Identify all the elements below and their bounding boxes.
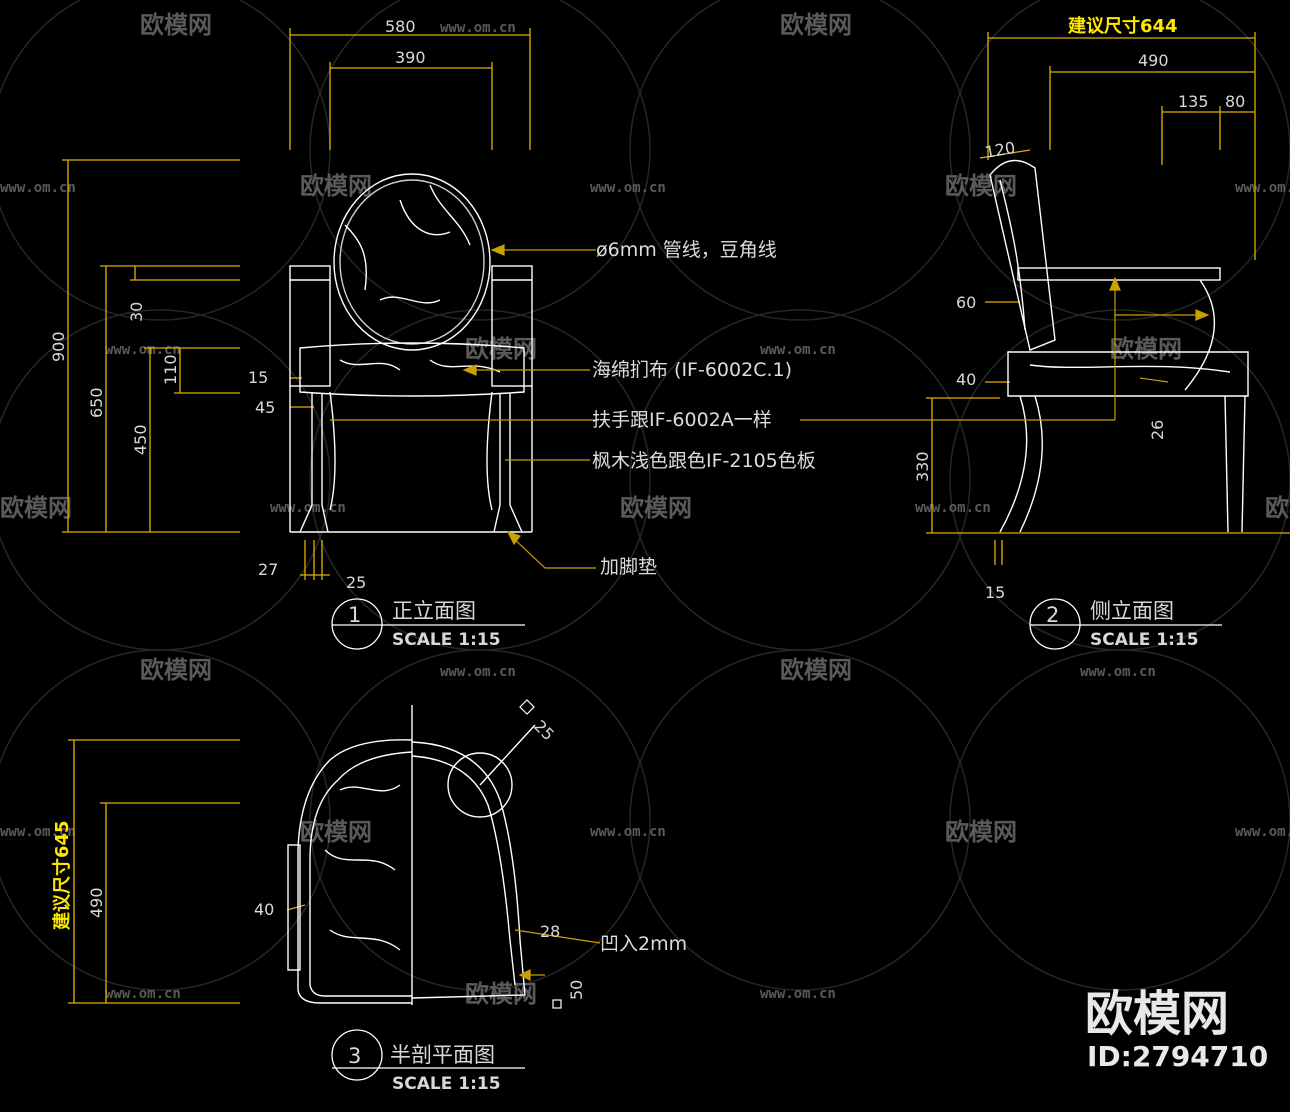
watermark-logo: 欧模网 bbox=[945, 818, 1017, 846]
watermark-logo: 欧模网 bbox=[465, 335, 537, 363]
watermark-logo: 欧模网 bbox=[0, 494, 72, 522]
watermark-url: www.om.cn bbox=[590, 180, 666, 196]
watermark-url: www.om.cn bbox=[0, 180, 76, 196]
watermark-logo: 欧模网 bbox=[945, 172, 1017, 200]
view-scale: SCALE 1:15 bbox=[392, 630, 501, 650]
watermark-logo: 欧模网 bbox=[1110, 335, 1182, 363]
side-elevation-view: 建议尺寸644 490 135 80 120 60 40 26 330 15 2… bbox=[800, 15, 1290, 650]
dim-25: 25 bbox=[346, 573, 366, 592]
dim-40: 40 bbox=[254, 900, 274, 919]
side-view-title: 2 侧立面图 SCALE 1:15 bbox=[1029, 598, 1222, 650]
brand-id: ID:2794710 bbox=[1087, 1040, 1268, 1073]
note-sponge-fabric: 海绵扪布 (IF-6002C.1) bbox=[592, 359, 792, 381]
watermark-logos: 欧模网 欧模网 www.om.cn www.om.cn 欧模网 www.om.c… bbox=[0, 11, 1290, 1008]
view-name: 正立面图 bbox=[392, 599, 476, 623]
watermark-url: www.om.cn bbox=[270, 500, 346, 516]
watermark-logo: 欧模网 bbox=[780, 11, 852, 39]
dim-28: 28 bbox=[540, 922, 560, 941]
view-number: 3 bbox=[348, 1044, 361, 1068]
dim-390: 390 bbox=[395, 48, 426, 67]
dim-110: 110 bbox=[161, 354, 180, 385]
front-elevation-view: 580 390 900 650 450 30 110 15 45 27 25 ø… bbox=[49, 17, 816, 650]
watermark-logo: 欧模网 bbox=[1265, 494, 1290, 522]
watermark-logo: 欧模网 bbox=[620, 494, 692, 522]
dim-15: 15 bbox=[248, 368, 268, 387]
watermark-url: www.om.cn bbox=[915, 500, 991, 516]
dim-490: 490 bbox=[1138, 51, 1169, 70]
brand-name: 欧模网 bbox=[1085, 986, 1229, 1042]
side-leader-lines bbox=[800, 276, 1210, 421]
watermark-logo: 欧模网 bbox=[140, 11, 212, 39]
side-chair-outline bbox=[989, 159, 1249, 533]
watermark-url: www.om.cn bbox=[440, 664, 516, 680]
plan-markers bbox=[519, 699, 562, 1009]
dim-650: 650 bbox=[87, 387, 106, 418]
watermark-url: www.om.cn bbox=[105, 986, 181, 1002]
front-view-title: 1 正立面图 SCALE 1:15 bbox=[331, 598, 525, 650]
dim-135: 135 bbox=[1178, 92, 1209, 111]
plan-chair-outline bbox=[287, 705, 536, 1005]
plan-view: 建议尺寸645 490 40 25 28 50 凹入2mm 3 半剖平面图 SC… bbox=[51, 699, 687, 1094]
side-dimension-lines bbox=[926, 32, 1290, 565]
watermark-logo: 欧模网 bbox=[140, 656, 212, 684]
dim-450: 450 bbox=[131, 424, 150, 455]
view-name: 半剖平面图 bbox=[390, 1043, 495, 1067]
plan-leader-lines bbox=[514, 929, 601, 981]
dim-50: 50 bbox=[567, 980, 586, 1000]
watermark-pattern bbox=[0, 0, 1290, 991]
dim-580: 580 bbox=[385, 17, 416, 36]
watermark-url: www.om.cn bbox=[0, 824, 76, 840]
dim-900: 900 bbox=[49, 331, 68, 362]
dim-120: 120 bbox=[983, 138, 1016, 162]
dim-45: 45 bbox=[255, 398, 275, 417]
dim-490: 490 bbox=[87, 887, 106, 918]
note-maple-wood: 枫木浅色跟色IF-2105色板 bbox=[592, 450, 816, 472]
watermark-url: www.om.cn bbox=[760, 342, 836, 358]
watermark-logo: 欧模网 bbox=[465, 980, 537, 1008]
dim-30: 30 bbox=[127, 302, 146, 322]
front-chair-outline bbox=[289, 173, 533, 533]
dim-15: 15 bbox=[985, 583, 1005, 602]
view-scale: SCALE 1:15 bbox=[1090, 630, 1199, 650]
watermark-logo: 欧模网 bbox=[780, 656, 852, 684]
brand-watermark: 欧模网 ID:2794710 bbox=[1085, 986, 1268, 1073]
view-name: 侧立面图 bbox=[1090, 599, 1174, 623]
watermark-url: www.om.cn bbox=[760, 986, 836, 1002]
plan-view-title: 3 半剖平面图 SCALE 1:15 bbox=[331, 1029, 525, 1094]
front-leader-lines bbox=[330, 244, 598, 569]
dim-26: 26 bbox=[1148, 420, 1167, 440]
note-armrest: 扶手跟IF-6002A一样 bbox=[592, 409, 772, 431]
watermark-url: www.om.cn bbox=[440, 20, 516, 36]
watermark-url: www.om.cn bbox=[1235, 180, 1290, 196]
dim-330: 330 bbox=[913, 451, 932, 482]
dim-25: 25 bbox=[530, 716, 558, 744]
side-suggested-size: 建议尺寸644 bbox=[1068, 15, 1178, 37]
front-dimension-lines bbox=[62, 28, 531, 580]
watermark-url: www.om.cn bbox=[105, 342, 181, 358]
view-number: 2 bbox=[1046, 603, 1059, 627]
note-foot-pad: 加脚垫 bbox=[600, 556, 657, 578]
dim-60: 60 bbox=[956, 293, 976, 312]
dim-40: 40 bbox=[956, 370, 976, 389]
view-number: 1 bbox=[348, 603, 361, 627]
dim-80: 80 bbox=[1225, 92, 1245, 111]
watermark-url: www.om.cn bbox=[590, 824, 666, 840]
watermark-url: www.om.cn bbox=[1235, 824, 1290, 840]
view-scale: SCALE 1:15 bbox=[392, 1074, 501, 1094]
note-piping: ø6mm 管线，豆角线 bbox=[596, 239, 777, 261]
plan-dimension-lines bbox=[68, 739, 306, 1004]
dim-27: 27 bbox=[258, 560, 278, 579]
watermark-logo: 欧模网 bbox=[300, 172, 372, 200]
note-recess: 凹入2mm bbox=[600, 933, 687, 955]
watermark-url: www.om.cn bbox=[1080, 664, 1156, 680]
plan-suggested-size: 建议尺寸645 bbox=[51, 820, 73, 930]
